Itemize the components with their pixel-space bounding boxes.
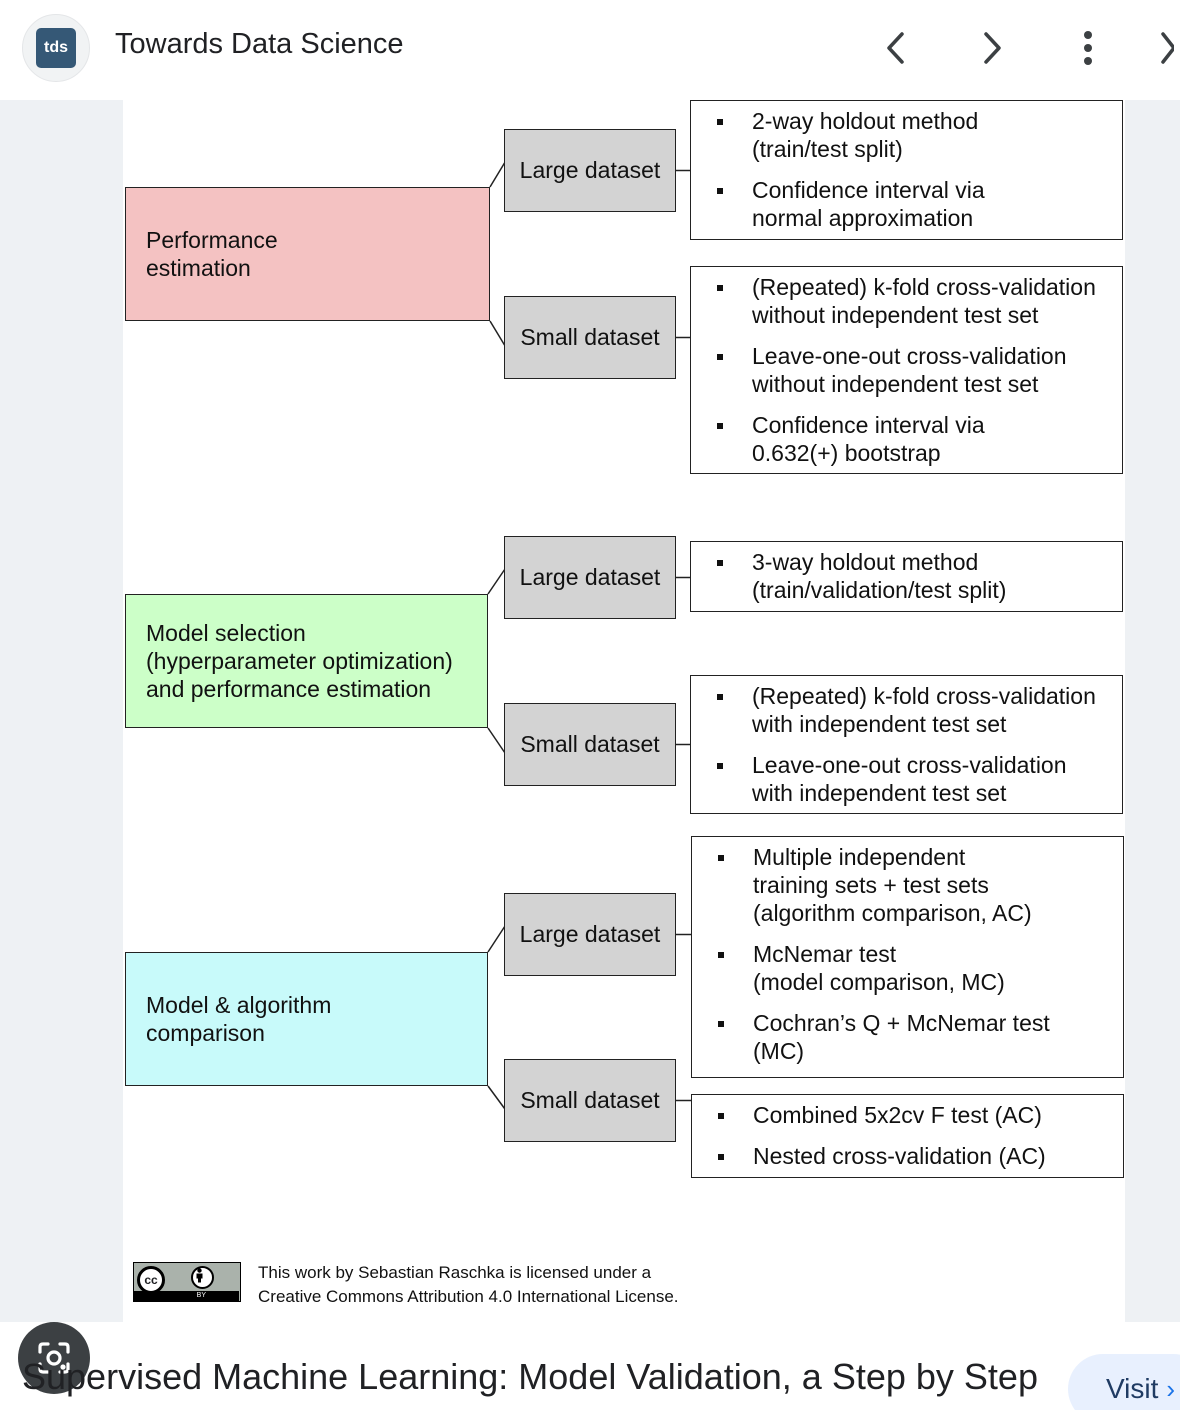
methods-box: Multiple independent training sets + tes… <box>691 836 1124 1078</box>
more-options-button[interactable] <box>1068 26 1108 70</box>
method-item: Leave-one-out cross-validation without i… <box>691 342 1122 398</box>
method-text: Leave-one-out cross-validation with inde… <box>752 752 1067 806</box>
dataset-box: Large dataset <box>504 129 676 212</box>
dataset-box: Small dataset <box>504 1059 676 1142</box>
result-title[interactable]: Supervised Machine Learning: Model Valid… <box>22 1356 1038 1397</box>
method-item: 2-way holdout method (train/test split) <box>691 107 1122 163</box>
badge-by-label: BY <box>134 1291 239 1301</box>
attribution-icon <box>191 1266 214 1289</box>
method-text: 2-way holdout method (train/test split) <box>752 108 979 162</box>
chevron-left-icon <box>887 32 904 64</box>
visit-button[interactable]: Visit › <box>1068 1354 1180 1410</box>
category-connector <box>489 160 507 188</box>
previous-button[interactable] <box>876 26 916 70</box>
method-text: Leave-one-out cross-validation without i… <box>752 343 1067 397</box>
next-button[interactable] <box>972 26 1012 70</box>
method-item: 3-way holdout method (train/validation/t… <box>691 548 1122 604</box>
connector-lines <box>487 160 691 1111</box>
chevron-right-icon: › <box>1166 1373 1176 1404</box>
method-text: Confidence interval via 0.632(+) bootstr… <box>752 412 985 466</box>
category-connector <box>487 1085 507 1111</box>
method-item: Leave-one-out cross-validation with inde… <box>691 751 1122 807</box>
method-text: (Repeated) k-fold cross-validation witho… <box>752 274 1096 328</box>
method-item: Combined 5x2cv F test (AC) <box>692 1101 1123 1129</box>
google-lens-icon <box>38 1342 70 1374</box>
method-text: Cochran’s Q + McNemar test (MC) <box>753 1010 1050 1064</box>
site-favicon[interactable]: tds <box>22 14 90 82</box>
category-connector <box>487 727 507 755</box>
license-line-1: This work by Sebastian Raschka is licens… <box>258 1263 652 1282</box>
close-panel-button[interactable] <box>1160 26 1180 70</box>
method-text: Multiple independent training sets + tes… <box>753 844 1032 926</box>
category-label: Performance <box>146 227 278 253</box>
category-label: Model selection <box>146 620 306 646</box>
license-text: This work by Sebastian Raschka is licens… <box>258 1261 679 1309</box>
method-text: (Repeated) k-fold cross-validation with … <box>752 683 1096 737</box>
license-notice: cc BY This work by Sebastian Raschka is … <box>133 1262 833 1322</box>
chevron-right-icon <box>1161 32 1174 64</box>
cc-icon: cc <box>137 1266 165 1294</box>
category-connector <box>489 320 507 348</box>
method-item: Multiple independent training sets + tes… <box>692 843 1123 927</box>
visit-label: Visit <box>1106 1373 1159 1404</box>
site-logo-tile: tds <box>36 28 76 68</box>
chevron-right-icon <box>984 32 1001 64</box>
method-text: McNemar test (model comparison, MC) <box>753 941 1005 995</box>
method-text: Nested cross-validation (AC) <box>753 1143 1046 1169</box>
source-header: tds Towards Data Science <box>0 0 1180 100</box>
cc-by-badge[interactable]: cc BY <box>133 1262 241 1302</box>
dataset-box: Small dataset <box>504 296 676 379</box>
category-box: Model selection(hyperparameter optimizat… <box>125 594 488 728</box>
method-item: Nested cross-validation (AC) <box>692 1142 1123 1170</box>
method-text: Confidence interval via normal approxima… <box>752 177 985 231</box>
method-item: McNemar test (model comparison, MC) <box>692 940 1123 996</box>
methods-box: 3-way holdout method (train/validation/t… <box>690 541 1123 612</box>
lens-search-button[interactable] <box>18 1322 90 1394</box>
site-name[interactable]: Towards Data Science <box>115 28 404 60</box>
methods-box: (Repeated) k-fold cross-validation witho… <box>690 266 1123 474</box>
dataset-box: Large dataset <box>504 536 676 619</box>
category-label: comparison <box>146 1020 265 1046</box>
license-line-2: Creative Commons Attribution 4.0 Interna… <box>258 1287 679 1306</box>
category-connector <box>487 567 507 595</box>
more-vert-icon <box>1084 31 1092 65</box>
method-text: 3-way holdout method (train/validation/t… <box>752 549 1007 603</box>
methods-box: (Repeated) k-fold cross-validation with … <box>690 675 1123 814</box>
dataset-box: Large dataset <box>504 893 676 976</box>
method-item: (Repeated) k-fold cross-validation with … <box>691 682 1122 738</box>
method-item: Cochran’s Q + McNemar test (MC) <box>692 1009 1123 1065</box>
category-label: (hyperparameter optimization) <box>146 648 453 674</box>
category-connector <box>487 924 507 953</box>
method-item: (Repeated) k-fold cross-validation witho… <box>691 273 1122 329</box>
method-item: Confidence interval via 0.632(+) bootstr… <box>691 411 1122 467</box>
category-label: and performance estimation <box>146 676 432 702</box>
methods-box: Combined 5x2cv F test (AC) Nested cross-v… <box>691 1094 1124 1178</box>
category-label: estimation <box>146 255 251 281</box>
dataset-box: Small dataset <box>504 703 676 786</box>
methods-box: 2-way holdout method (train/test split) C… <box>690 100 1123 240</box>
category-label: Model & algorithm <box>146 992 332 1018</box>
method-item: Confidence interval via normal approxima… <box>691 176 1122 232</box>
method-text: Combined 5x2cv F test (AC) <box>753 1102 1042 1128</box>
